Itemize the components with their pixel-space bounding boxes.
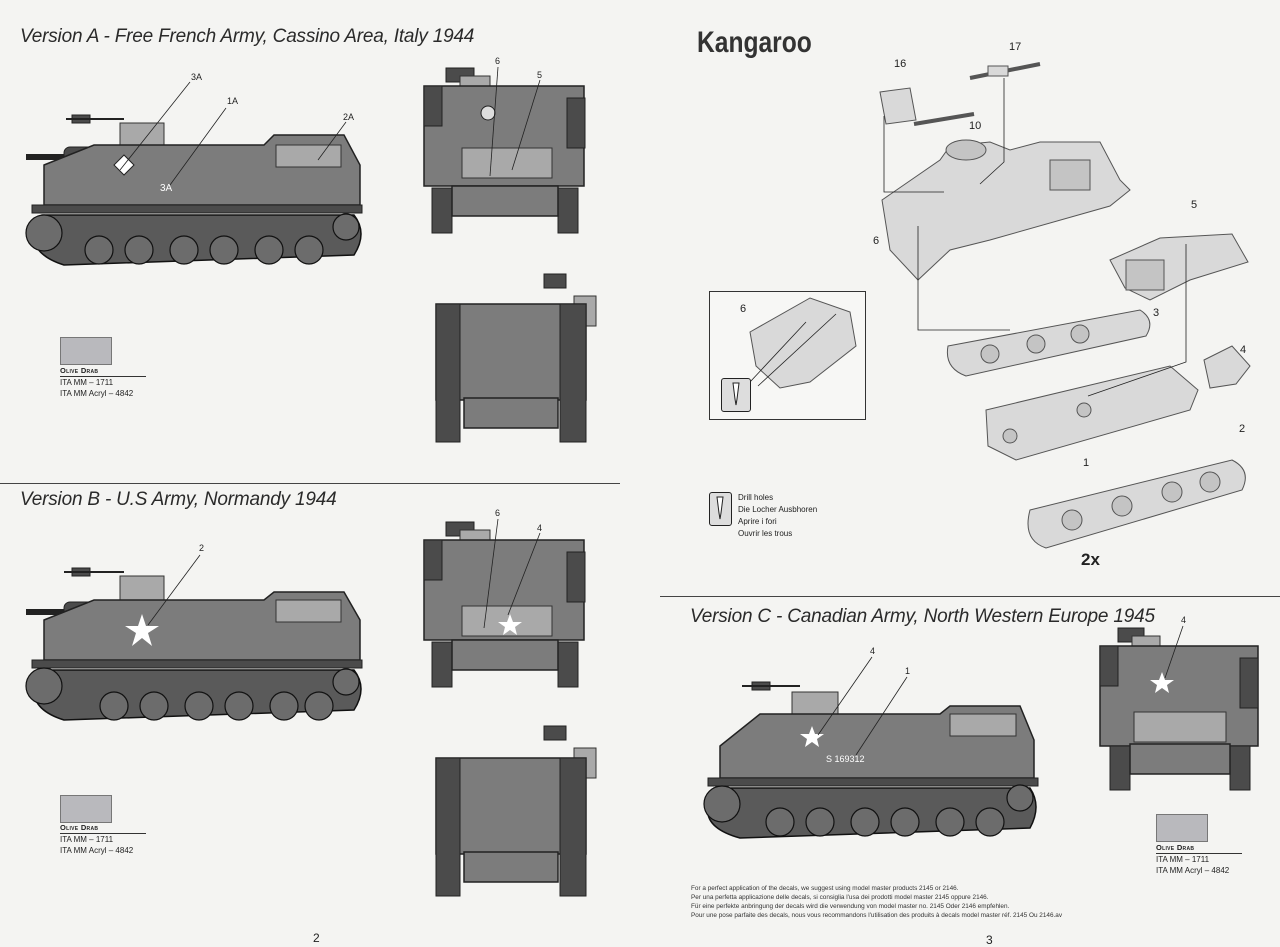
version-a-rear-view (423, 67, 586, 234)
version-a-title: Version A - Free French Army, Cassino Ar… (20, 26, 475, 47)
drill-icon-inset (721, 378, 751, 412)
part-label-10: 10 (969, 120, 982, 132)
version-b-title: Version B - U.S Army, Normandy 1944 (20, 489, 337, 510)
footnote-it: Per una perfetta applicazione delle deca… (691, 894, 989, 901)
paint-name-a: Olive Drab (60, 366, 99, 375)
version-c-title: Version C - Canadian Army, North Western… (690, 606, 1155, 627)
paint-code2-a: ITA MM Acryl – 4842 (60, 389, 134, 398)
footnote-de: Für eine perfekte anbringung der decals … (691, 903, 1010, 910)
paint-code1-a: ITA MM – 1711 (60, 378, 114, 387)
part-label-5: 5 (1191, 199, 1198, 211)
version-a-top-view (435, 273, 597, 443)
version-b-side-view (25, 567, 363, 721)
callout-1a: 1A (227, 96, 239, 106)
part-label-17: 17 (1009, 41, 1022, 53)
part-label-2: 2 (1239, 423, 1246, 435)
serial-number: S 169312 (826, 754, 865, 764)
footnote-fr: Pour une pose parfaite des decals, nous … (691, 912, 1063, 919)
part-label-1: 1 (1083, 457, 1090, 469)
paint-divider-a (60, 376, 146, 377)
callout-6-b: 6 (495, 508, 501, 518)
callout-4-c-rear: 4 (1181, 615, 1187, 625)
drill-legend-de: Die Locher Ausbhoren (738, 505, 818, 514)
footnote-en: For a perfect application of the decals,… (691, 885, 959, 892)
version-a-leaders (119, 81, 347, 186)
part-label-16: 16 (894, 58, 907, 70)
part-16-shape (879, 87, 917, 125)
paint-divider-c (1156, 853, 1242, 854)
callout-4-b: 4 (537, 523, 543, 533)
section-divider-left (0, 483, 620, 484)
page-number-right: 3 (986, 933, 993, 947)
paint-code1-c: ITA MM – 1711 (1156, 855, 1210, 864)
version-c-rear-leaders (1164, 625, 1184, 679)
part-label-3: 3 (1153, 307, 1160, 319)
part-label-4: 4 (1240, 344, 1247, 356)
part-label-6: 6 (873, 235, 880, 247)
version-a-marking: 3A (160, 183, 173, 194)
drill-legend-it: Aprire i fori (738, 517, 777, 526)
drill-legend: Drill holes Die Locher Ausbhoren Aprire … (738, 492, 817, 540)
multiplier-label: 2x (1081, 550, 1100, 569)
callout-2a: 2A (343, 112, 355, 122)
paint-code2-c: ITA MM Acryl – 4842 (1156, 866, 1230, 875)
version-c-leaders (817, 656, 908, 756)
inset-part-drawing (749, 297, 857, 389)
version-c-rear-view (1099, 627, 1259, 791)
paint-code1-b: ITA MM – 1711 (60, 835, 114, 844)
paint-swatch-a (60, 337, 112, 365)
paint-divider-b (60, 833, 146, 834)
callout-5-a: 5 (537, 70, 543, 80)
paint-code2-b: ITA MM Acryl – 4842 (60, 846, 134, 855)
inset-part-label-6: 6 (740, 303, 747, 315)
paint-swatch-c (1156, 814, 1208, 842)
version-b-rear-view (423, 521, 586, 688)
version-a-side-view: 3A (25, 114, 363, 266)
version-b-top-view (435, 725, 597, 897)
paint-swatch-b (60, 795, 112, 823)
paint-name-b: Olive Drab (60, 823, 99, 832)
callout-3a: 3A (191, 72, 203, 82)
callout-4-c: 4 (870, 646, 876, 656)
version-c-side-view: S 169312 (703, 681, 1039, 839)
drill-legend-fr: Ouvrir les trous (738, 529, 793, 538)
callout-2-b: 2 (199, 543, 205, 553)
page-number-left: 2 (313, 931, 320, 945)
callout-1-c: 1 (905, 666, 911, 676)
version-a-rear-leaders (489, 66, 541, 177)
version-b-leaders (147, 554, 201, 626)
assembly-diagram (879, 62, 1251, 549)
drill-legend-en: Drill holes (738, 493, 774, 502)
version-b-rear-leaders (483, 518, 541, 629)
page-heading: Kangaroo (697, 26, 812, 59)
decal-footnote: For a perfect application of the decals,… (691, 884, 1062, 920)
section-divider-right (660, 596, 1280, 597)
drill-icon-legend (709, 492, 732, 526)
callout-6-a: 6 (495, 56, 501, 66)
paint-name-c: Olive Drab (1156, 843, 1195, 852)
